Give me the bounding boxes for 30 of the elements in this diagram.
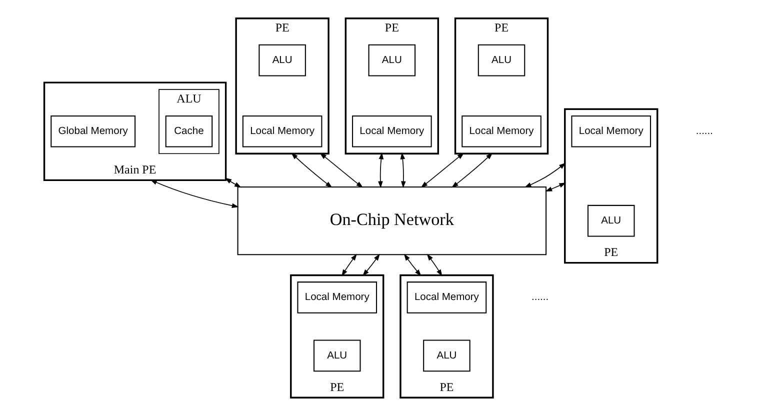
arrow [400,152,406,188]
arrow [341,254,356,276]
node-box: Global Memory [50,115,136,148]
node-box: ALU [258,44,306,76]
arrow [420,152,464,188]
node-box: ALU [422,340,470,372]
arrow [524,162,566,188]
arrow [451,152,492,188]
node-box: On-Chip Network [236,186,546,256]
arrow [426,254,442,276]
node-box: Cache [164,115,212,148]
node-box: Local Memory [570,115,651,148]
node-box: Local Memory [242,115,322,148]
arrow [290,152,332,188]
node-box: Local Memory [296,282,377,314]
label: ...... [695,126,713,138]
arrow [403,254,421,276]
arrow [224,178,241,188]
arrow [544,182,566,192]
node-box: ALU [477,44,525,76]
label: ...... [530,292,548,304]
arrow [319,152,363,188]
node-box: ALU [312,340,360,372]
node-box: ALU [587,204,634,237]
node-box: ALU [368,44,416,76]
arrow [362,254,380,276]
node-box: Local Memory [406,282,486,314]
node-box: Local Memory [461,115,541,148]
node-box: Local Memory [352,115,432,148]
arrow [378,152,384,188]
